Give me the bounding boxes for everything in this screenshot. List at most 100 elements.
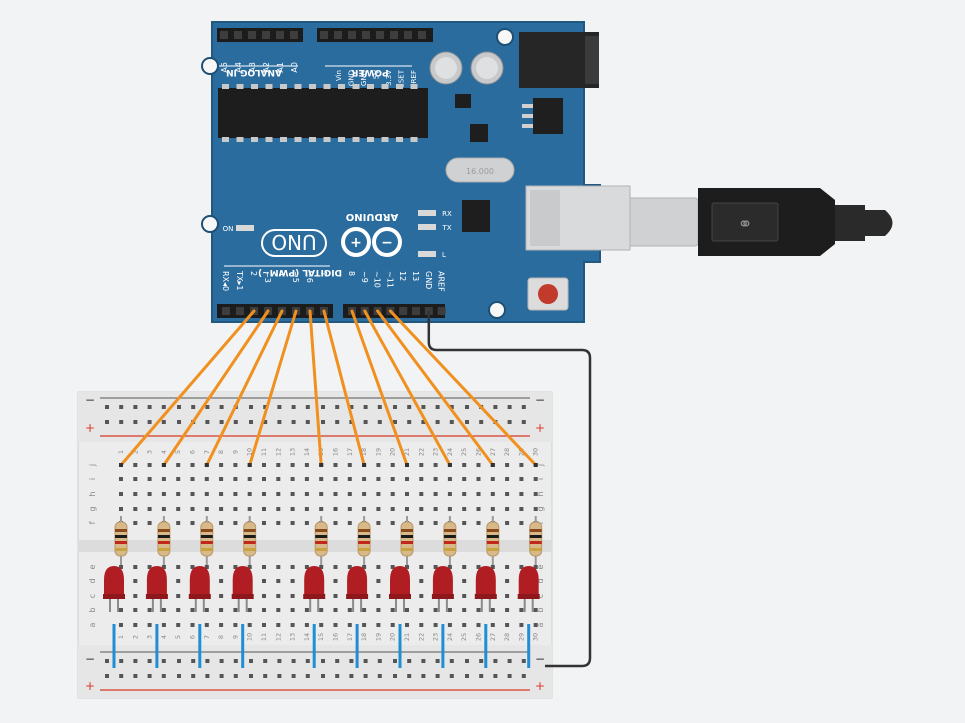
- digital-pin[interactable]: [236, 307, 244, 315]
- rail-hole[interactable]: [449, 405, 454, 409]
- breadboard-hole[interactable]: [405, 565, 409, 569]
- rail-hole[interactable]: [507, 659, 512, 663]
- rail-hole[interactable]: [349, 405, 354, 409]
- breadboard-hole[interactable]: [419, 507, 424, 511]
- resistor[interactable]: [486, 516, 500, 565]
- breadboard-hole[interactable]: [119, 507, 123, 511]
- breadboard-hole[interactable]: [119, 492, 123, 496]
- breadboard-hole[interactable]: [219, 463, 224, 467]
- breadboard-hole[interactable]: [190, 492, 195, 496]
- breadboard-hole[interactable]: [533, 608, 538, 612]
- breadboard-hole[interactable]: [405, 608, 409, 612]
- rail-hole[interactable]: [147, 674, 152, 678]
- red-led[interactable]: [303, 566, 326, 612]
- rail-hole[interactable]: [449, 674, 454, 678]
- rail-hole[interactable]: [407, 659, 412, 663]
- resistor[interactable]: [314, 516, 328, 565]
- rail-hole[interactable]: [277, 659, 282, 663]
- rail-hole[interactable]: [105, 420, 109, 424]
- rail-hole[interactable]: [363, 420, 368, 424]
- breadboard-hole[interactable]: [276, 477, 281, 481]
- breadboard-hole[interactable]: [462, 521, 467, 525]
- rail-hole[interactable]: [277, 420, 282, 424]
- signal-wire[interactable]: [363, 309, 452, 467]
- rail-hole[interactable]: [133, 659, 138, 663]
- rail-hole[interactable]: [205, 659, 210, 663]
- breadboard-hole[interactable]: [319, 507, 324, 511]
- breadboard-hole[interactable]: [161, 565, 166, 569]
- rail-hole[interactable]: [435, 674, 440, 678]
- breadboard-hole[interactable]: [290, 594, 295, 598]
- rail-hole[interactable]: [291, 420, 296, 424]
- breadboard-hole[interactable]: [476, 477, 481, 481]
- header-pin[interactable]: [320, 31, 328, 39]
- red-led[interactable]: [231, 566, 254, 612]
- rail-hole[interactable]: [421, 405, 426, 409]
- breadboard-hole[interactable]: [304, 608, 309, 612]
- breadboard-hole[interactable]: [419, 521, 424, 525]
- signal-wire[interactable]: [205, 309, 284, 467]
- rail-hole[interactable]: [105, 659, 109, 663]
- breadboard-hole[interactable]: [262, 608, 266, 612]
- breadboard-hole[interactable]: [161, 492, 166, 496]
- breadboard-hole[interactable]: [347, 507, 352, 511]
- breadboard-hole[interactable]: [290, 608, 295, 612]
- rail-hole[interactable]: [233, 420, 238, 424]
- breadboard-hole[interactable]: [347, 477, 352, 481]
- breadboard-hole[interactable]: [147, 463, 152, 467]
- breadboard-hole[interactable]: [533, 565, 538, 569]
- breadboard-hole[interactable]: [304, 477, 309, 481]
- breadboard-hole[interactable]: [333, 521, 338, 525]
- breadboard-hole[interactable]: [276, 608, 281, 612]
- breadboard-hole[interactable]: [333, 463, 338, 467]
- digital-header-low[interactable]: [217, 304, 333, 318]
- breadboard-hole[interactable]: [262, 565, 266, 569]
- rail-hole[interactable]: [421, 659, 426, 663]
- rail-hole[interactable]: [191, 405, 196, 409]
- breadboard-hole[interactable]: [333, 492, 338, 496]
- rail-hole[interactable]: [421, 674, 426, 678]
- breadboard-hole[interactable]: [390, 623, 395, 627]
- breadboard-hole[interactable]: [133, 608, 138, 612]
- breadboard-hole[interactable]: [376, 507, 381, 511]
- rail-hole[interactable]: [435, 405, 440, 409]
- breadboard-hole[interactable]: [390, 608, 395, 612]
- breadboard-hole[interactable]: [490, 623, 495, 627]
- breadboard-hole[interactable]: [376, 623, 381, 627]
- rail-hole[interactable]: [493, 674, 498, 678]
- rail-hole[interactable]: [321, 420, 325, 424]
- breadboard-hole[interactable]: [533, 507, 538, 511]
- breadboard-hole[interactable]: [533, 492, 538, 496]
- breadboard-hole[interactable]: [219, 507, 224, 511]
- rail-hole[interactable]: [219, 405, 224, 409]
- breadboard-hole[interactable]: [490, 477, 495, 481]
- breadboard-hole[interactable]: [362, 623, 367, 627]
- breadboard-hole[interactable]: [505, 521, 510, 525]
- breadboard-hole[interactable]: [476, 521, 481, 525]
- rail-hole[interactable]: [507, 420, 512, 424]
- breadboard-hole[interactable]: [519, 463, 524, 467]
- breadboard-hole[interactable]: [490, 608, 495, 612]
- breadboard-hole[interactable]: [476, 623, 481, 627]
- breadboard-hole[interactable]: [290, 507, 295, 511]
- breadboard-hole[interactable]: [405, 507, 409, 511]
- breadboard-hole[interactable]: [505, 477, 510, 481]
- rail-hole[interactable]: [133, 405, 138, 409]
- breadboard-hole[interactable]: [490, 565, 495, 569]
- breadboard-hole[interactable]: [276, 521, 281, 525]
- red-led[interactable]: [103, 566, 125, 612]
- breadboard-hole[interactable]: [362, 507, 367, 511]
- rail-hole[interactable]: [105, 674, 109, 678]
- rail-hole[interactable]: [291, 659, 296, 663]
- rail-hole[interactable]: [219, 420, 224, 424]
- rail-hole[interactable]: [205, 405, 210, 409]
- signal-wire[interactable]: [308, 309, 323, 467]
- breadboard-hole[interactable]: [133, 579, 138, 583]
- reset-button[interactable]: [527, 277, 569, 311]
- rail-hole[interactable]: [435, 420, 440, 424]
- breadboard-hole[interactable]: [147, 477, 152, 481]
- rail-hole[interactable]: [305, 674, 310, 678]
- breadboard-hole[interactable]: [462, 477, 467, 481]
- breadboard-hole[interactable]: [233, 507, 238, 511]
- breadboard-hole[interactable]: [161, 507, 166, 511]
